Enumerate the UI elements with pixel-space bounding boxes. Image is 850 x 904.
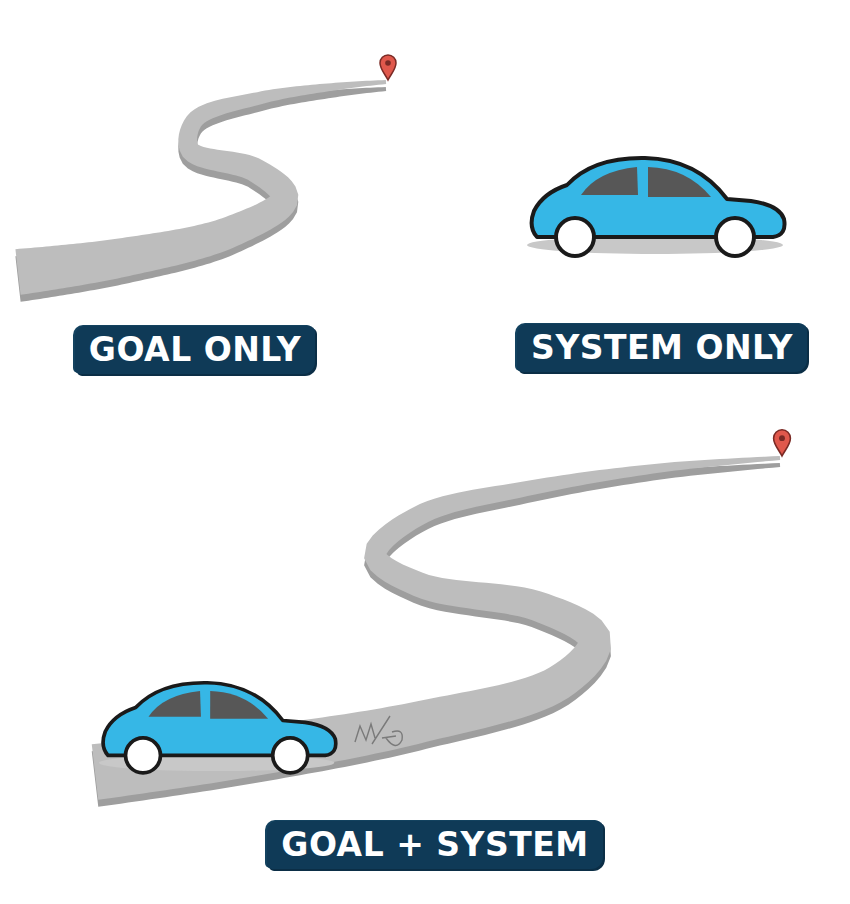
location-pin [774,430,791,456]
badge-label: SYSTEM ONLY [517,324,807,372]
car [99,683,336,773]
badge-label: GOAL ONLY [75,326,315,374]
location-pin [380,55,396,80]
car [527,158,785,256]
road-goal-system [92,456,780,807]
badge-label: GOAL + SYSTEM [267,821,602,869]
label-badge: SYSTEM ONLY [517,324,807,372]
road-surface [15,80,386,295]
label-badge: GOAL + SYSTEM [267,821,602,869]
road-goal-only [15,80,386,302]
signature [355,716,402,746]
road-surface [92,456,780,800]
label-badge: GOAL ONLY [75,326,315,374]
